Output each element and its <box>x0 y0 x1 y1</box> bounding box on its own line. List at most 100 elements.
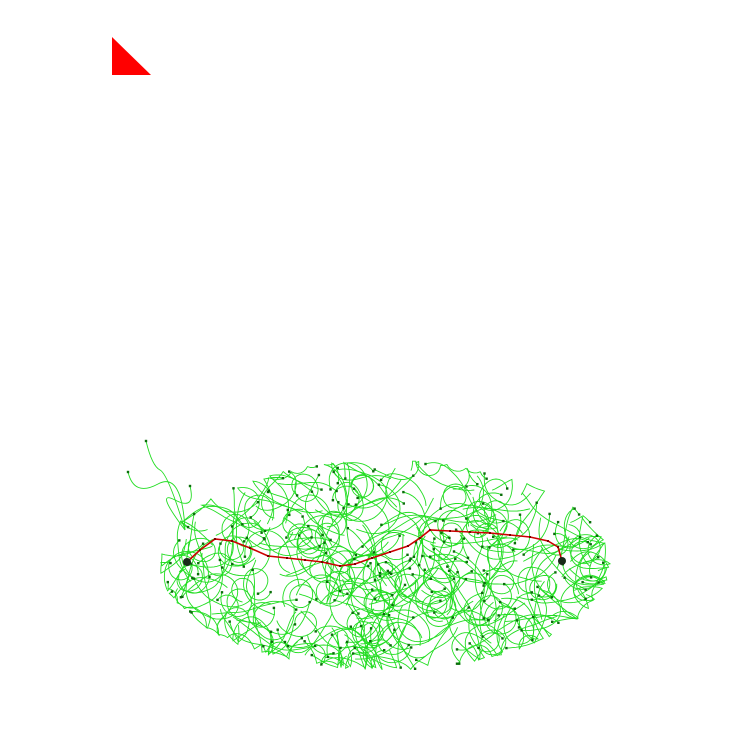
tree-node <box>406 553 409 556</box>
tree-node <box>398 534 401 537</box>
tree-edge <box>472 496 504 586</box>
tree-node <box>359 624 363 628</box>
path-node <box>199 549 201 551</box>
tree-edge <box>416 535 458 580</box>
tree-node <box>189 610 192 613</box>
tree-edge <box>288 642 334 667</box>
tree-node <box>190 562 193 565</box>
tree-node <box>595 534 598 537</box>
tree-node <box>522 553 525 556</box>
tree-node <box>380 523 383 526</box>
tree-edge <box>304 640 347 666</box>
tree-node <box>415 658 418 662</box>
tree-edge <box>331 632 343 668</box>
tree-node <box>283 640 287 644</box>
tree-node <box>408 567 412 570</box>
tree-node <box>429 577 433 580</box>
tree-node <box>263 529 267 532</box>
tree-edge <box>425 600 455 627</box>
tree-edge <box>333 468 388 522</box>
tree-node <box>281 477 285 480</box>
tree-node <box>390 572 393 576</box>
tree-node <box>379 572 382 575</box>
path-node <box>389 551 391 553</box>
tree-edge <box>333 471 389 557</box>
tree-edge <box>479 560 518 619</box>
tree-edge <box>286 522 341 576</box>
tree-edge <box>529 574 558 601</box>
tree-edge <box>456 614 553 651</box>
tree-edge <box>462 506 508 538</box>
tree-node <box>373 578 377 582</box>
tree-node <box>513 607 516 610</box>
tree-node <box>243 555 247 558</box>
tree-node <box>256 501 260 504</box>
tree-node <box>367 564 370 568</box>
tree-edge <box>370 604 411 664</box>
tree-node <box>288 470 291 473</box>
tree-node <box>317 473 321 477</box>
tree-node <box>448 536 451 540</box>
tree-node <box>466 556 470 559</box>
tree-edge <box>252 480 323 513</box>
tree-edge <box>342 549 435 612</box>
tree-edge <box>386 616 489 646</box>
tree-node <box>349 625 352 628</box>
tree-node <box>410 646 413 649</box>
tree-edge <box>472 492 502 530</box>
tree-node <box>332 652 335 655</box>
tree-edge <box>381 514 497 526</box>
tree-node <box>386 569 389 573</box>
tree-edge <box>377 564 424 603</box>
tree-edge <box>328 462 368 500</box>
tree-edge <box>145 440 186 531</box>
tree-node <box>548 512 551 516</box>
tree-edge <box>321 602 369 669</box>
tree-edge <box>193 577 255 608</box>
tree-node <box>301 515 304 518</box>
tree-node <box>339 646 342 650</box>
endpoints <box>183 557 566 566</box>
tree-node <box>201 542 205 545</box>
tree-node <box>464 577 468 581</box>
tree-node <box>382 612 385 616</box>
tree-edge <box>501 597 544 649</box>
tree-edge <box>525 547 553 638</box>
tree-edge <box>423 543 460 596</box>
tree-node <box>412 555 416 558</box>
tree-edge <box>261 470 313 519</box>
tree-edge <box>547 572 604 604</box>
tree-node <box>354 553 358 557</box>
tree-node <box>181 595 184 598</box>
tree-node <box>433 537 436 540</box>
tree-edge <box>340 577 385 643</box>
tree-node <box>373 597 377 601</box>
tree-node <box>260 531 263 534</box>
tree-node <box>402 502 405 505</box>
tree-node <box>357 612 360 615</box>
tree-node <box>584 588 587 591</box>
tree-node <box>483 472 486 475</box>
tree-node <box>500 493 503 496</box>
tree-edge <box>323 463 348 528</box>
tree-node <box>288 513 291 517</box>
tree-node <box>326 580 329 583</box>
tree-edge <box>168 551 209 581</box>
tree-edge <box>264 539 356 600</box>
tree-edge <box>181 537 216 579</box>
tree-edge <box>466 485 493 526</box>
tree-edge <box>350 621 398 670</box>
tree-node <box>454 528 458 531</box>
tree-node <box>407 643 410 647</box>
path-node <box>267 555 269 557</box>
tree-node <box>330 633 334 636</box>
tree-edge <box>331 462 392 484</box>
tree-node <box>369 627 373 630</box>
exploration-tree <box>127 440 612 670</box>
tree-node <box>219 542 222 545</box>
tree-node <box>379 478 383 482</box>
tree-node <box>454 557 457 560</box>
tree-node <box>347 503 350 506</box>
tree-node <box>411 573 414 576</box>
tree-node <box>388 571 391 574</box>
